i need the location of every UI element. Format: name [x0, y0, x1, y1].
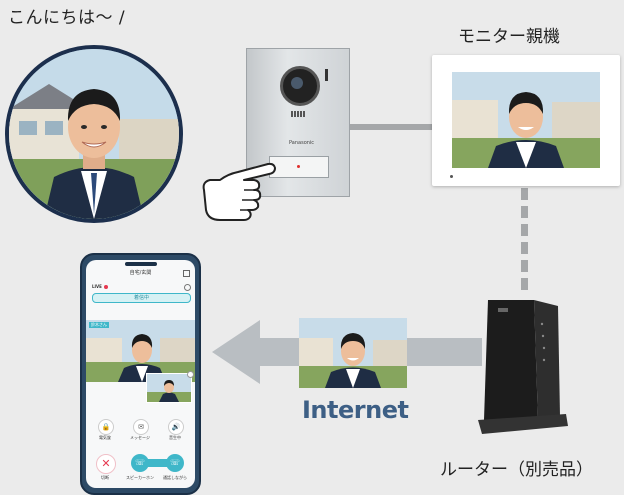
visitor-portrait [5, 45, 183, 223]
action-label-message: メッセージ [130, 435, 150, 440]
brand-label: Panasonic [289, 140, 315, 146]
finger-press-icon [202, 162, 276, 221]
live-indicator [104, 285, 108, 289]
action-label-speaker: 音生中 [169, 435, 181, 440]
monitor-label: モニター親機 [458, 27, 560, 47]
greeting-label: こんにちは〜 / [8, 8, 126, 28]
monitor-led [450, 175, 453, 178]
speaker-grille [291, 111, 305, 117]
internet-video-thumbnail [299, 318, 407, 388]
lock-icon[interactable]: 🔒 [98, 419, 114, 435]
action-label-lock: 電気錠 [99, 435, 111, 440]
action-label-speakerphone: スピーカーホン [126, 475, 154, 480]
handset-icon[interactable]: ☏ [166, 454, 184, 472]
phone-notch [125, 262, 157, 266]
action-label-hangup: 切断 [101, 475, 109, 480]
router [478, 296, 568, 436]
handset-icon[interactable]: ☏ [131, 454, 149, 472]
phone-screen: 自宅/玄関 LIVE 着信中 鈴木さん [86, 260, 195, 488]
live-label: LIVE [92, 284, 102, 289]
smartphone: 自宅/玄関 LIVE 着信中 鈴木さん [80, 253, 201, 495]
action-label-talking: 通話しながら [163, 475, 187, 480]
visitor-name-tag: 鈴木さん [89, 322, 109, 328]
monitor-screen [452, 72, 600, 168]
app-title: 自宅/玄関 [129, 270, 152, 276]
settings-icon[interactable] [183, 270, 190, 277]
internet-label: Internet [302, 396, 409, 424]
message-icon[interactable]: ✉ [133, 419, 149, 435]
router-label: ルーター（別売品） [440, 460, 593, 480]
speaker-icon[interactable]: 🔊 [168, 419, 184, 435]
connector-monitor-router [521, 188, 528, 296]
toggle-connector [148, 459, 168, 467]
status-badge: 着信中 [92, 293, 191, 303]
self-view-pip [146, 373, 192, 403]
close-icon[interactable]: ✕ [96, 454, 116, 474]
refresh-icon[interactable] [184, 284, 191, 291]
pip-close-icon[interactable] [187, 371, 194, 378]
indicator-slot [325, 69, 328, 81]
connector-station-monitor [348, 124, 432, 130]
indoor-monitor [432, 55, 620, 186]
